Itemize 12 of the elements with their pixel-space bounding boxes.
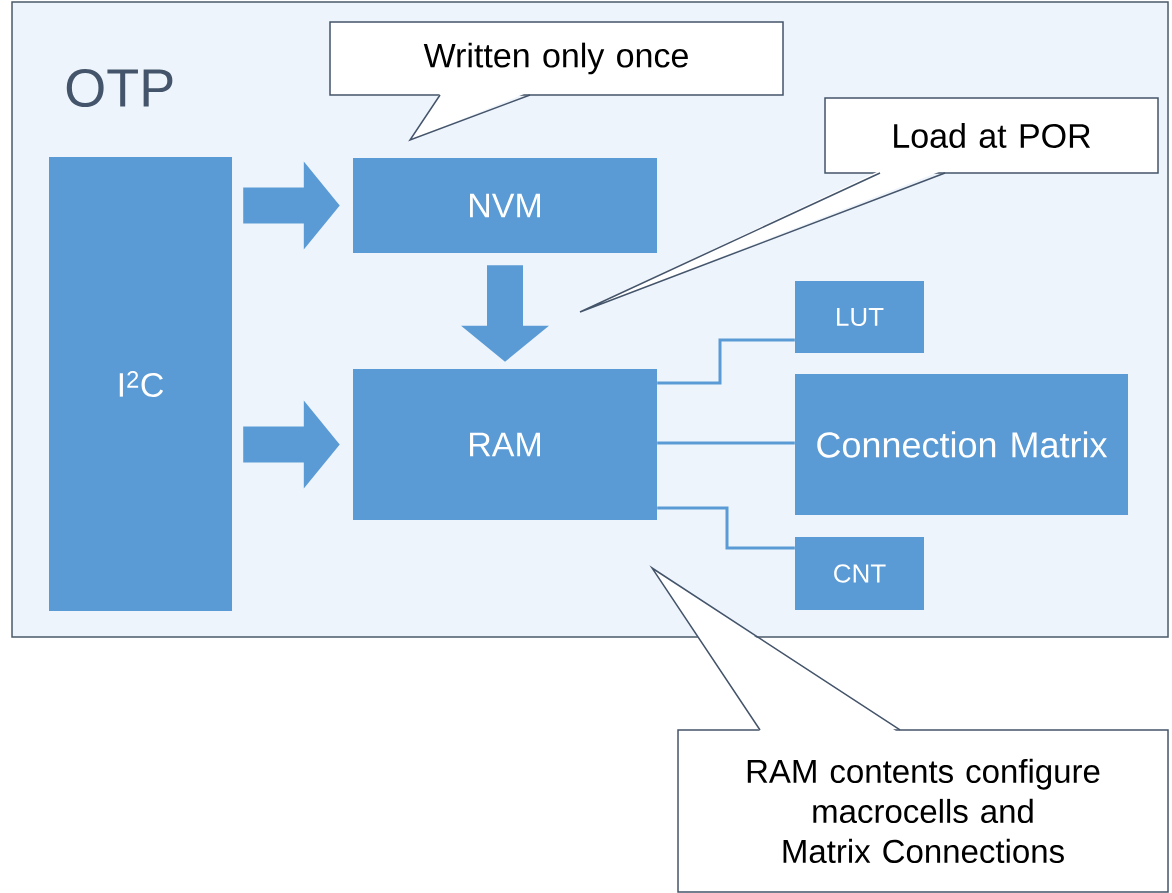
node-label: Load at POR	[894, 123, 1091, 148]
block-box: LUT	[795, 281, 924, 353]
panel-title: OTP	[66, 68, 173, 108]
connector-line	[657, 506, 795, 550]
block-box: NVM	[353, 158, 657, 253]
callout-bubble: Written only once	[329, 21, 784, 142]
block-box: Connection Matrix	[795, 374, 1128, 515]
block-box: CNT	[795, 537, 924, 610]
connector-line	[657, 441, 795, 445]
block-box: RAM	[353, 369, 657, 520]
connector-line	[657, 338, 795, 385]
block-box: I$^{2}$C	[49, 157, 232, 611]
